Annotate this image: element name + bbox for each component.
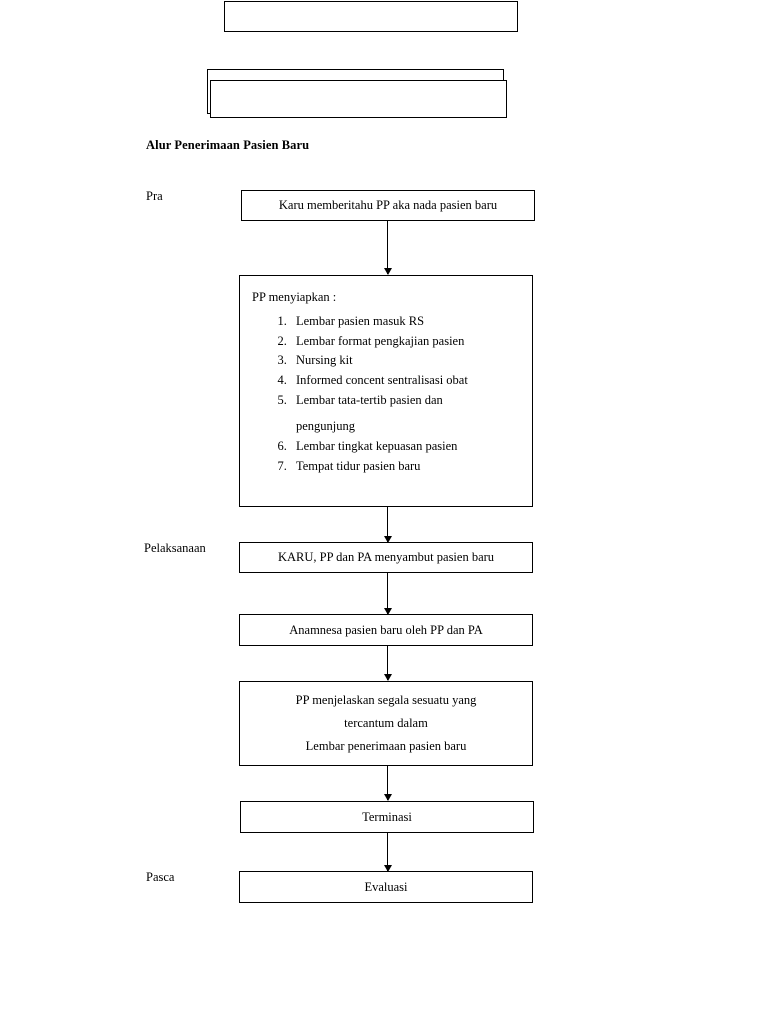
empty-box-2-inner bbox=[210, 80, 507, 118]
node-text: Anamnesa pasien baru oleh PP dan PA bbox=[289, 622, 483, 637]
page-title: Alur Penerimaan Pasien Baru bbox=[146, 138, 310, 152]
list-item: Lembar tata-tertib pasien dan pengunjung bbox=[290, 391, 532, 437]
node-text: Terminasi bbox=[362, 809, 412, 824]
node-heading: PP menyiapkan : bbox=[252, 290, 337, 304]
node-text-line: Lembar penerimaan pasien baru bbox=[305, 739, 467, 754]
arrow-3 bbox=[383, 573, 392, 615]
list-item: Nursing kit bbox=[290, 351, 532, 371]
empty-box-1 bbox=[224, 1, 518, 32]
node-text-line: PP menjelaskan segala sesuatu yang bbox=[295, 692, 477, 707]
list-item: Lembar tingkat kepuasan pasien bbox=[290, 437, 532, 457]
node-pp-menyiapkan: PP menyiapkan : Lembar pasien masuk RS L… bbox=[239, 275, 533, 507]
node-evaluasi: Evaluasi bbox=[239, 871, 533, 903]
list-item: Lembar format pengkajian pasien bbox=[290, 332, 532, 352]
node-karu-memberitahu: Karu memberitahu PP aka nada pasien baru bbox=[241, 190, 535, 221]
node-text-block: PP menjelaskan segala sesuatu yang terca… bbox=[240, 689, 532, 758]
phase-label-pra: Pra bbox=[146, 189, 163, 203]
node-text: Karu memberitahu PP aka nada pasien baru bbox=[278, 198, 498, 213]
list-item: Informed concent sentralisasi obat bbox=[290, 371, 532, 391]
node-text: Evaluasi bbox=[364, 879, 408, 894]
list-item: Lembar pasien masuk RS bbox=[290, 312, 532, 332]
node-karu-pp-pa-menyambut: KARU, PP dan PA menyambut pasien baru bbox=[239, 542, 533, 573]
arrow-1 bbox=[383, 221, 392, 275]
arrow-4 bbox=[383, 646, 392, 681]
list-item: Tempat tidur pasien baru bbox=[290, 457, 532, 477]
checklist: Lembar pasien masuk RS Lembar format pen… bbox=[252, 312, 532, 476]
node-text-line: tercantum dalam bbox=[344, 715, 428, 730]
arrow-6 bbox=[383, 833, 392, 872]
node-anamnesa: Anamnesa pasien baru oleh PP dan PA bbox=[239, 614, 533, 646]
list-item-continuation: pengunjung bbox=[296, 419, 356, 434]
arrow-5 bbox=[383, 766, 392, 801]
node-terminasi: Terminasi bbox=[240, 801, 534, 833]
arrow-2 bbox=[383, 507, 392, 543]
phase-label-pasca: Pasca bbox=[146, 870, 175, 884]
phase-label-pelaksanaan: Pelaksanaan bbox=[144, 541, 206, 555]
node-text: KARU, PP dan PA menyambut pasien baru bbox=[277, 550, 495, 565]
node-pp-menjelaskan: PP menjelaskan segala sesuatu yang terca… bbox=[239, 681, 533, 766]
